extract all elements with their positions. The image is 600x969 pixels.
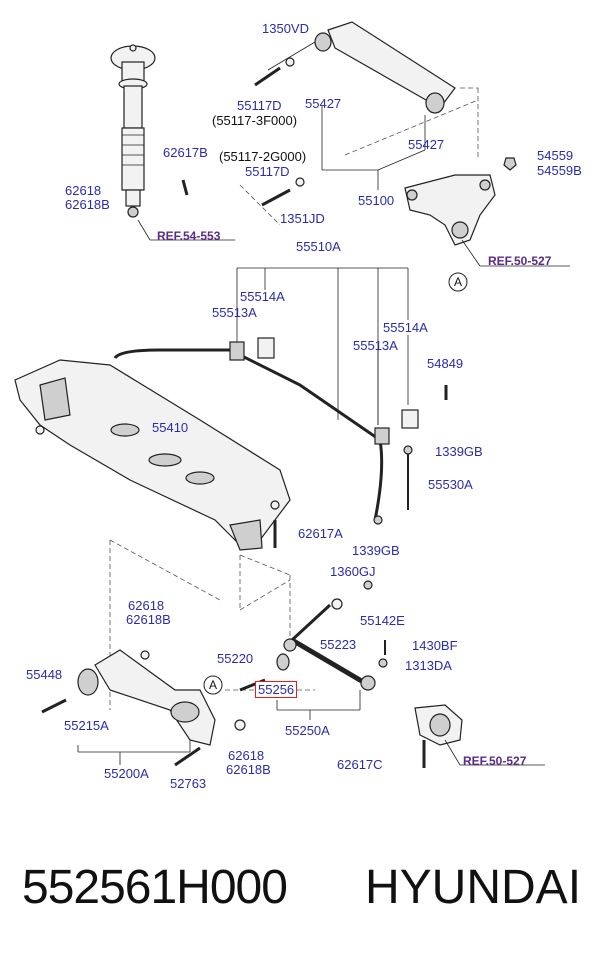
label-55427: 55427 — [408, 137, 445, 152]
label-1339GB: 1339GB — [352, 543, 400, 558]
upper-arm — [267, 21, 456, 114]
label-55200A: 55200A — [104, 766, 149, 781]
parts-diagram: 1350VD 55117D (55117-3F000) 55427 55427 … — [14, 21, 582, 791]
label-62618B: 62618B — [226, 762, 271, 777]
brand-name: HYUNDAI — [365, 861, 582, 914]
shock-absorber — [110, 44, 156, 218]
label-62618: 62618 — [65, 183, 102, 198]
stabilizer-leaders — [236, 267, 409, 425]
label-55514A: 55514A — [383, 320, 428, 335]
ref-50-527[interactable]: REF.50-527 — [488, 254, 552, 268]
label-55513A: 55513A — [212, 305, 257, 320]
upper-bolts — [181, 57, 517, 207]
label-55223: 55223 — [320, 637, 357, 652]
label-62617C: 62617C — [337, 757, 383, 772]
diagram-drawing — [14, 21, 570, 768]
label-62618B: 62618B — [65, 197, 110, 212]
part-number: 552561H000 — [22, 861, 288, 914]
label-55117-2G000: (55117-2G000) — [219, 149, 307, 164]
bushing-bracket — [414, 704, 463, 768]
label-62618: 62618 — [228, 748, 265, 763]
label-55117D: 55117D — [237, 98, 282, 113]
label-55250A: 55250A — [285, 723, 330, 738]
assist-arm — [239, 580, 388, 692]
label-1350VD: 1350VD — [262, 21, 309, 36]
circle-a-marker: A — [209, 678, 218, 692]
label-55510A: 55510A — [296, 239, 341, 254]
label-55215A: 55215A — [64, 718, 109, 733]
label-55448: 55448 — [26, 667, 63, 682]
label-55256-highlighted[interactable]: 55256 — [255, 681, 298, 698]
label-55427: 55427 — [305, 96, 342, 111]
label-1430BF: 1430BF — [412, 638, 458, 653]
circle-a-marker: A — [454, 275, 463, 289]
label-1351JD: 1351JD — [280, 211, 325, 226]
label-55530A: 55530A — [428, 477, 473, 492]
label-54559B: 54559B — [537, 163, 582, 178]
label-1360GJ: 1360GJ — [330, 564, 376, 579]
label-55142E: 55142E — [360, 613, 405, 628]
lower-leaders — [77, 539, 361, 765]
label-62618: 62618 — [128, 598, 165, 613]
label-54849: 54849 — [427, 356, 464, 371]
ref-54-553[interactable]: REF.54-553 — [157, 229, 221, 243]
label-55514A: 55514A — [240, 289, 285, 304]
label-55220: 55220 — [217, 651, 254, 666]
stabilizer-bar — [113, 337, 448, 525]
label-62618B: 62618B — [126, 612, 171, 627]
label-55117-3F000: (55117-3F000) — [212, 113, 298, 128]
label-1339GB: 1339GB — [435, 444, 483, 459]
label-55117D: 55117D — [245, 164, 290, 179]
upper-leaders — [239, 87, 479, 226]
lower-control-arm — [41, 649, 246, 767]
ref-leaders — [137, 219, 570, 766]
label-1313DA: 1313DA — [405, 658, 452, 673]
label-54559: 54559 — [537, 148, 574, 163]
label-55100: 55100 — [358, 193, 395, 208]
subframe — [14, 359, 291, 551]
caption: 552561H000 HYUNDAI — [0, 860, 600, 940]
label-62617B: 62617B — [163, 145, 208, 160]
label-55410: 55410 — [152, 420, 189, 435]
label-52763: 52763 — [170, 776, 207, 791]
label-62617A: 62617A — [298, 526, 343, 541]
knuckle — [404, 174, 496, 246]
label-55513A: 55513A — [353, 338, 398, 353]
ref-50-527[interactable]: REF.50-527 — [463, 754, 527, 768]
